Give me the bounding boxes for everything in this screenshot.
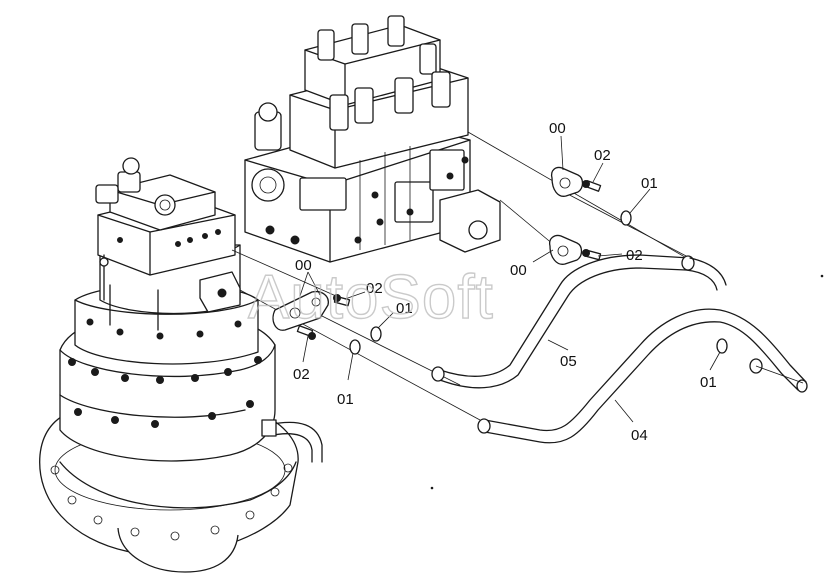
bolt-02-mid (582, 249, 602, 261)
bolt-02-top (582, 180, 602, 192)
oring-01-left-b (349, 339, 361, 355)
oring-01-top (620, 210, 632, 226)
callout-01-left: 01 (396, 300, 413, 317)
callout-02-top: 02 (594, 147, 611, 164)
callout-01-bottom: 01 (337, 391, 354, 408)
callout-02-bottom: 02 (293, 366, 310, 383)
callout-04: 04 (631, 427, 648, 444)
flange-mid (549, 234, 583, 265)
watermark-text: AutoSoft (248, 263, 494, 332)
oring-01-left-a (370, 326, 382, 342)
flange-top (550, 166, 584, 197)
callout-02-mid: 02 (626, 247, 643, 264)
callout-01-top: 01 (641, 175, 658, 192)
control-valve-assembly (244, 15, 501, 263)
oring-01-right (716, 338, 728, 354)
bolt-02-left-bottom (296, 325, 316, 340)
pipe-05 (431, 254, 727, 389)
callout-00-left: 00 (295, 257, 312, 274)
callout-01-right: 01 (700, 374, 717, 391)
leader-lines (299, 135, 721, 423)
pipe-04 (477, 308, 808, 444)
callout-labels: 00 02 01 00 02 05 04 01 00 02 01 02 01 (293, 120, 717, 444)
callout-05: 05 (560, 353, 577, 370)
exploded-center-lines (231, 131, 691, 421)
callout-00-mid: 00 (510, 262, 527, 279)
callout-02-left: 02 (366, 280, 383, 297)
callout-00-top: 00 (549, 120, 566, 137)
bolt-02-left-top (333, 294, 351, 307)
swing-motor-assembly (39, 157, 323, 573)
